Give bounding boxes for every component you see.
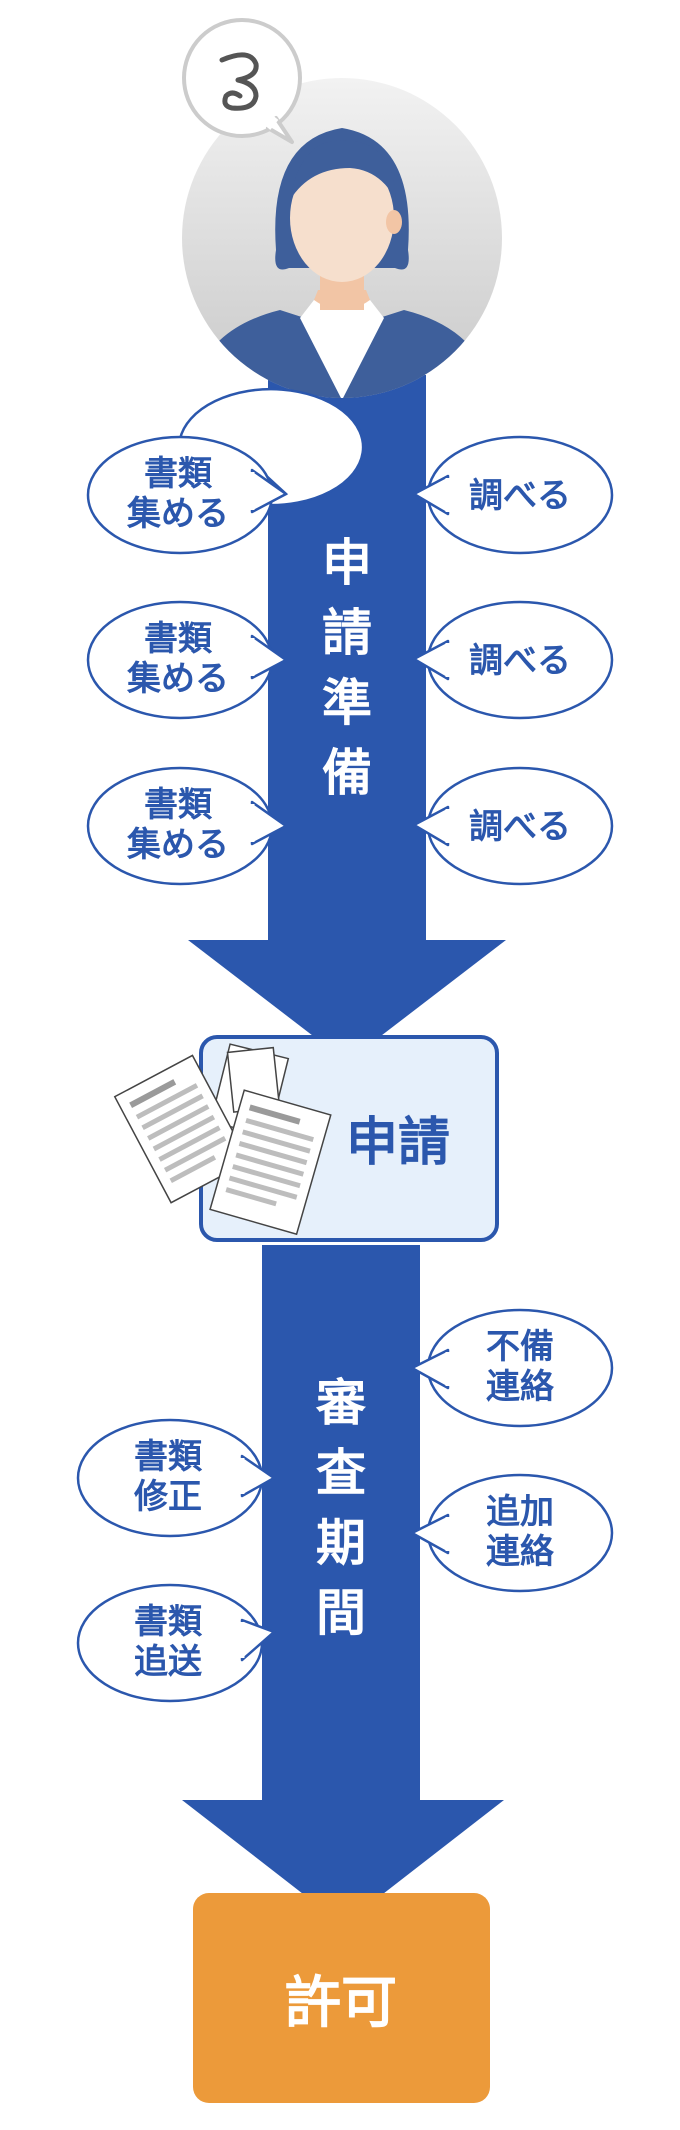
phase2-label: 審 査 期 間 <box>315 1374 367 1642</box>
spiral-worry-icon <box>219 52 259 111</box>
phase2-label-char: 査 <box>316 1444 366 1502</box>
bubble-text: 不備 <box>486 1327 554 1367</box>
speech-bubble-left: 書類 集める <box>86 766 288 886</box>
speech-bubble-right: 調べる <box>412 600 614 720</box>
bubble-text: 調べる <box>469 476 571 516</box>
speech-bubble-left: 書類 追送 <box>76 1583 276 1703</box>
bubble-text: 書類 <box>144 454 213 494</box>
bubble-text: 集める <box>126 825 229 865</box>
phase1-label-char: 備 <box>322 744 372 802</box>
speech-bubble-left: 書類 修正 <box>76 1418 276 1538</box>
bubble-text: 調べる <box>469 641 571 681</box>
bubble-text: 連絡 <box>486 1367 555 1407</box>
phase2-label-char: 間 <box>316 1584 366 1642</box>
speech-bubble-right: 調べる <box>412 435 614 555</box>
thought-bubble <box>182 18 302 144</box>
speech-bubble-left: 書類 集める <box>86 387 365 555</box>
phase2-arrow <box>182 1245 504 1925</box>
avatar <box>182 18 502 398</box>
bubble-text: 集める <box>126 494 229 534</box>
bubble-text: 連絡 <box>486 1532 555 1572</box>
phase1-label: 申 請 準 備 <box>322 534 372 802</box>
bubble-text: 書類 <box>144 785 213 825</box>
phase1-label-char: 請 <box>322 604 372 662</box>
bubble-text: 追送 <box>134 1642 202 1682</box>
permit-box: 許可 <box>193 1893 490 2103</box>
phase2-label-char: 期 <box>316 1514 366 1572</box>
bubble-text: 書類 <box>144 619 213 659</box>
permit-label: 許可 <box>285 1971 397 2036</box>
bubble-text: 追加 <box>486 1492 554 1532</box>
speech-bubble-right: 追加 連絡 <box>410 1473 614 1593</box>
bubble-text: 修正 <box>133 1477 202 1517</box>
speech-bubble-right: 不備 連絡 <box>410 1308 614 1428</box>
documents-icon <box>113 1043 332 1236</box>
speech-bubble-right: 調べる <box>412 766 614 886</box>
phase1-label-char: 準 <box>322 674 372 732</box>
bubble-text: 書類 <box>134 1602 203 1642</box>
phase1-label-char: 申 <box>322 534 372 592</box>
phase2-label-char: 審 <box>315 1374 367 1432</box>
application-label: 申請 <box>346 1113 450 1173</box>
bubble-text: 書類 <box>134 1437 203 1477</box>
speech-bubble-left: 書類 集める <box>86 600 288 720</box>
bubble-text: 集める <box>126 659 229 699</box>
bubble-text: 調べる <box>469 807 571 847</box>
